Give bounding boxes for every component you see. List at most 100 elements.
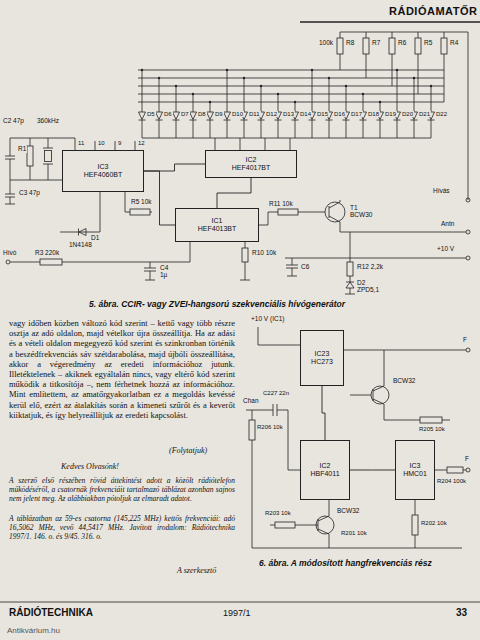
ic-box: IC2HBF4011 [300, 440, 350, 500]
wire [397, 70, 398, 138]
part-label: D6 [163, 111, 173, 117]
zener-symbol [345, 232, 355, 294]
fig6-wire [246, 327, 470, 548]
part-label: D15 [316, 111, 329, 117]
part-label: D17 [350, 111, 363, 117]
part-label: C3 47p [18, 190, 41, 197]
part-label: R205 10k [418, 426, 446, 432]
ic-box: IC3HEF4060BT [62, 150, 144, 192]
ic-designator: IC3 [410, 462, 421, 470]
fig6-wire [412, 515, 418, 535]
part-label: R203 10k [264, 510, 292, 516]
connector [144, 171, 175, 225]
fig6-wire [252, 548, 462, 549]
oscillator-part [27, 146, 33, 166]
resistor-symbol [340, 32, 468, 200]
bus-wire [142, 138, 431, 150]
diode-symbol [190, 112, 197, 120]
oscillator-part [5, 180, 62, 204]
connector [350, 470, 395, 471]
part-label: +10 V (IC1) [250, 316, 285, 323]
ic-type: HC273 [311, 358, 333, 366]
transistor-symbol [329, 200, 466, 232]
part-label: C6 [300, 264, 310, 271]
connector [144, 164, 205, 171]
junction-dot [362, 93, 364, 95]
part-label: R10 10k [251, 250, 277, 257]
resistor-symbol [242, 248, 248, 262]
junction-dot [277, 93, 279, 95]
transistor-symbol [285, 200, 470, 260]
part-label: F [462, 337, 468, 344]
resistor-symbol [10, 242, 190, 262]
resistor-symbol [337, 38, 343, 54]
part-label: D2 [356, 280, 366, 287]
part-label: Hívó [2, 250, 17, 257]
body-text: vagy időben közben változó kód szerint –… [8, 318, 236, 420]
fig6-wire [371, 386, 389, 404]
transistor-symbol [285, 258, 466, 259]
junction-dot [345, 85, 347, 87]
junction-dot [328, 77, 330, 79]
ic-type: HEF4013BT [198, 225, 237, 233]
fig6-wire [466, 348, 470, 352]
zener-symbol [345, 232, 355, 294]
connector [322, 386, 325, 440]
part-label: R202 10k [420, 520, 448, 526]
rule-line [0, 602, 480, 603]
watermark: Antikvárium.hu [6, 626, 61, 636]
part-label: 11 [77, 140, 85, 146]
rule-line [300, 21, 480, 22]
resistor-symbol [130, 209, 150, 215]
connector [217, 178, 251, 208]
part-label: C227 22n [262, 390, 290, 396]
resistor-symbol [278, 209, 298, 215]
resistor-symbol [6, 192, 325, 280]
zener-symbol [347, 262, 353, 276]
junction-dot [396, 69, 398, 71]
part-label: D7 [180, 111, 190, 117]
fig6-wire [270, 500, 329, 548]
wire [312, 70, 313, 138]
wire [244, 78, 245, 138]
diode-symbol [173, 112, 180, 120]
diode-row [139, 69, 435, 138]
part-label: D1 [90, 235, 100, 242]
junction-dot [311, 69, 313, 71]
resistor-symbol [240, 242, 250, 280]
capacitor-symbol [144, 258, 298, 280]
part-label: 12 [137, 140, 146, 146]
wire [227, 70, 228, 138]
ic-box: IC23HC273 [300, 330, 344, 386]
part-label: Chan [242, 398, 260, 405]
fig6-wire [316, 516, 334, 534]
part-label: R5 [423, 40, 433, 47]
part-label: D16 [333, 111, 346, 117]
oscillator-part [43, 138, 53, 180]
ic-designator: IC2 [320, 462, 331, 470]
junction-dot [158, 77, 160, 79]
ic-box: IC2HEF4017BT [205, 150, 297, 178]
resistor-symbol [40, 259, 62, 265]
note-text: A táblázatban az 59-es csatorna (145,225… [8, 514, 236, 541]
footer-text: 1997/1 [222, 608, 252, 619]
ic-designator: IC3 [98, 163, 109, 171]
diode-symbol [60, 192, 100, 236]
part-label: 100k [318, 40, 334, 47]
part-label: 9 [117, 140, 122, 146]
part-label: R206 10k [256, 424, 284, 430]
oscillator-part [45, 151, 52, 162]
diode-symbol [224, 112, 231, 120]
ic-type: HEF4060BT [84, 171, 123, 179]
note-text: A szerző első részében rövid áttekintést… [8, 476, 236, 503]
junction-dot [379, 101, 381, 103]
resistor-symbol [337, 32, 470, 202]
part-label: D9 [214, 111, 224, 117]
resistor-symbol [441, 38, 447, 54]
part-label: BCW32 [336, 508, 360, 515]
part-label: D20 [401, 111, 414, 117]
junction-dot [209, 101, 211, 103]
junction-dot [243, 77, 245, 79]
part-label: D8 [197, 111, 207, 117]
part-label: R1 [17, 146, 27, 153]
